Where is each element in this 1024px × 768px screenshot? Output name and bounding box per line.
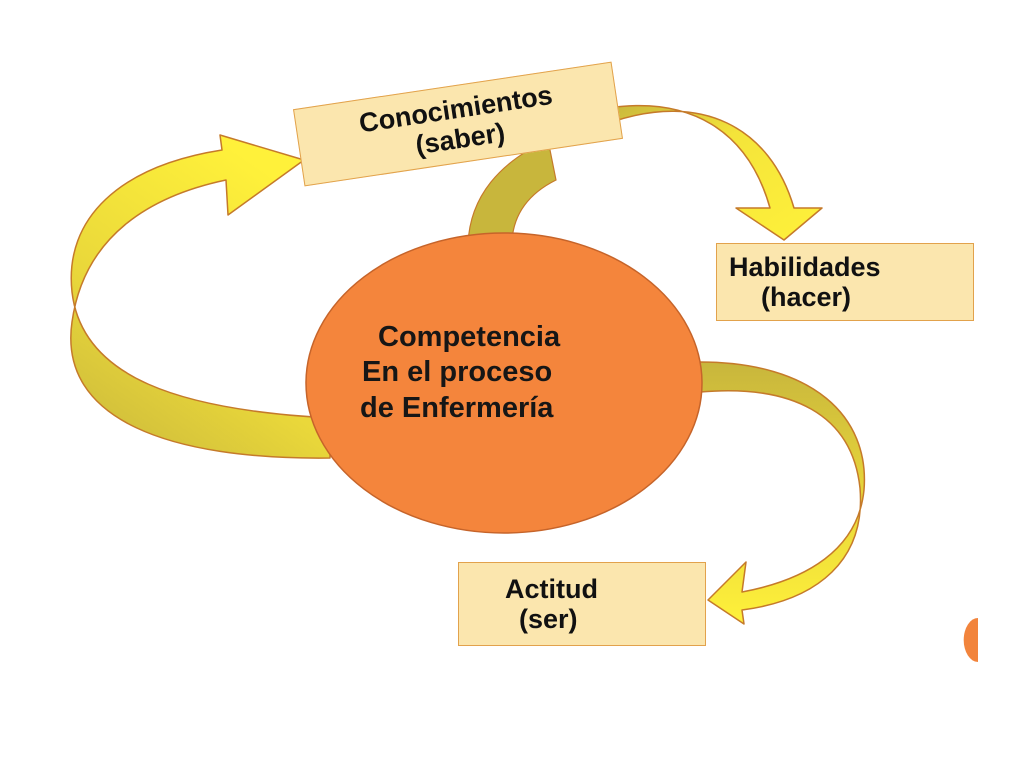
- actitud-subtitle: (ser): [519, 604, 578, 634]
- habilidades-title: Habilidades: [729, 251, 881, 282]
- top-right-arrow: [607, 104, 823, 241]
- competencia-circle: [305, 232, 703, 534]
- center-line-3: de Enfermería: [360, 391, 554, 424]
- center-line-2: En el proceso: [362, 356, 553, 389]
- actitud-box: Actitud (ser): [458, 562, 706, 646]
- center-line-1: Competencia: [378, 321, 561, 353]
- habilidades-box: Habilidades (hacer): [716, 243, 974, 321]
- actitud-title: Actitud: [505, 573, 598, 604]
- left-loop-arrow: [70, 134, 331, 459]
- right-loop-arrow: [699, 361, 866, 625]
- corner-dot-icon: [963, 618, 978, 662]
- habilidades-subtitle: (hacer): [761, 282, 852, 312]
- center-label: Competencia En el proceso de Enfermería: [340, 320, 640, 426]
